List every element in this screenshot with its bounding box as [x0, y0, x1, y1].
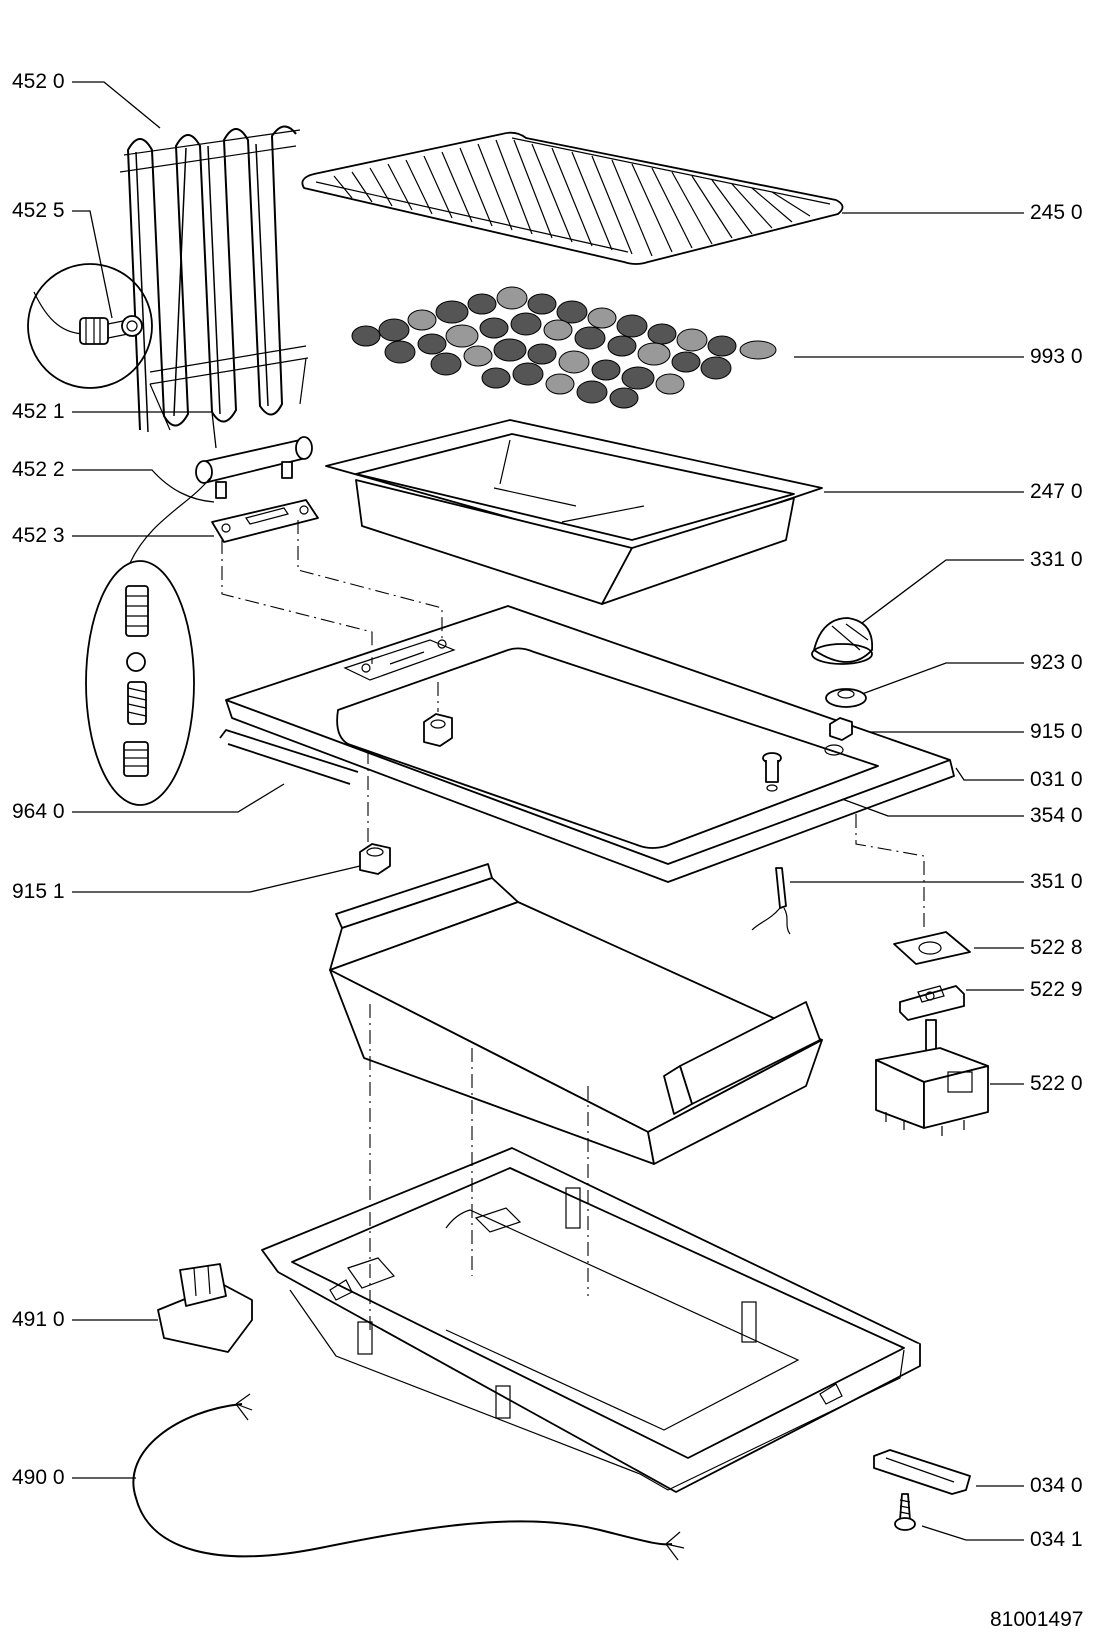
- part-label-452-3: 452 3: [12, 524, 65, 547]
- heat-shield-tray-drawing: [329, 863, 823, 1165]
- callout-522-9: 522 9: [966, 978, 1083, 1001]
- part-label-034-0: 034 0: [1030, 1474, 1083, 1497]
- mounting-plate-drawing: [211, 499, 319, 543]
- knob-ring-923-0-drawing: [825, 688, 867, 708]
- element-bracket-drawing: [195, 436, 313, 499]
- detail-circle-top: [27, 263, 153, 389]
- grill-rack-drawing: [301, 131, 844, 265]
- part-label-915-0: 915 0: [1030, 720, 1083, 743]
- sensor-351-0-drawing: [751, 867, 791, 935]
- part-label-452-1: 452 1: [12, 400, 65, 423]
- callout-522-0: 522 0: [990, 1072, 1083, 1095]
- power-cable-490-0-drawing: [132, 1393, 685, 1561]
- seal-964-0-drawing: [219, 729, 359, 785]
- part-label-993-0: 993 0: [1030, 345, 1083, 368]
- part-label-915-1: 915 1: [12, 880, 65, 903]
- heating-element-drawing: [119, 125, 309, 433]
- callout-452-2: 452 2: [12, 458, 215, 503]
- part-label-031-0: 031 0: [1030, 768, 1083, 791]
- callout-034-0: 034 0: [976, 1474, 1083, 1497]
- part-label-522-0: 522 0: [1030, 1072, 1083, 1095]
- gasket-522-8-drawing: [893, 931, 971, 965]
- part-label-452-0: 452 0: [12, 70, 65, 93]
- part-label-491-0: 491 0: [12, 1308, 65, 1331]
- callout-452-3: 452 3: [12, 524, 214, 547]
- knob-331-0-drawing: [811, 617, 873, 665]
- callout-964-0: 964 0: [12, 783, 285, 823]
- nut-915-0-drawing: [829, 717, 853, 741]
- part-label-351-0: 351 0: [1030, 870, 1083, 893]
- callout-490-0: 490 0: [12, 1466, 136, 1489]
- part-label-245-0: 245 0: [1030, 201, 1083, 224]
- drawing-number: 81001497: [990, 1608, 1083, 1631]
- nut-on-panel-drawing: [423, 713, 453, 747]
- part-label-247-0: 247 0: [1030, 480, 1083, 503]
- hob-panel-drawing: [225, 605, 955, 883]
- part-label-923-0: 923 0: [1030, 651, 1083, 674]
- clip-034-0-drawing: [873, 1449, 971, 1495]
- part-label-034-1: 034 1: [1030, 1528, 1083, 1551]
- detail-ellipse-bottom: [85, 477, 211, 806]
- part-label-964-0: 964 0: [12, 800, 65, 823]
- bracket-522-9-drawing: [899, 985, 965, 1021]
- callout-031-0: 031 0: [955, 767, 1083, 791]
- callout-923-0: 923 0: [861, 651, 1083, 695]
- screw-034-1-drawing: [894, 1493, 916, 1531]
- callout-351-0: 351 0: [790, 870, 1083, 893]
- base-housing-drawing: [261, 1147, 921, 1493]
- thermostat-522-0-drawing: [875, 1019, 989, 1136]
- part-label-522-9: 522 9: [1030, 978, 1083, 1001]
- callout-915-0: 915 0: [866, 720, 1083, 743]
- part-label-452-2: 452 2: [12, 458, 65, 481]
- callout-452-5: 452 5: [12, 199, 113, 319]
- screw-354-0-drawing: [762, 752, 782, 792]
- part-label-452-5: 452 5: [12, 199, 65, 222]
- callout-993-0: 993 0: [794, 345, 1083, 368]
- callout-452-1: 452 1: [12, 400, 217, 449]
- alignment-lines: [221, 520, 925, 1330]
- drip-tray-drawing: [325, 419, 823, 605]
- part-label-354-0: 354 0: [1030, 804, 1083, 827]
- callout-452-0: 452 0: [12, 70, 161, 129]
- callout-247-0: 247 0: [824, 480, 1083, 503]
- part-label-490-0: 490 0: [12, 1466, 65, 1489]
- callout-034-1: 034 1: [921, 1525, 1083, 1551]
- callout-522-8: 522 8: [974, 936, 1083, 959]
- lava-stones-drawing: [351, 286, 777, 409]
- nut-915-1-drawing: [359, 843, 391, 875]
- callout-245-0: 245 0: [842, 201, 1083, 224]
- part-label-522-8: 522 8: [1030, 936, 1083, 959]
- part-label-331-0: 331 0: [1030, 548, 1083, 571]
- callout-491-0: 491 0: [12, 1308, 158, 1331]
- callout-331-0: 331 0: [849, 548, 1083, 633]
- connector-block-491-0-drawing: [157, 1263, 253, 1353]
- callout-915-1: 915 1: [12, 865, 361, 903]
